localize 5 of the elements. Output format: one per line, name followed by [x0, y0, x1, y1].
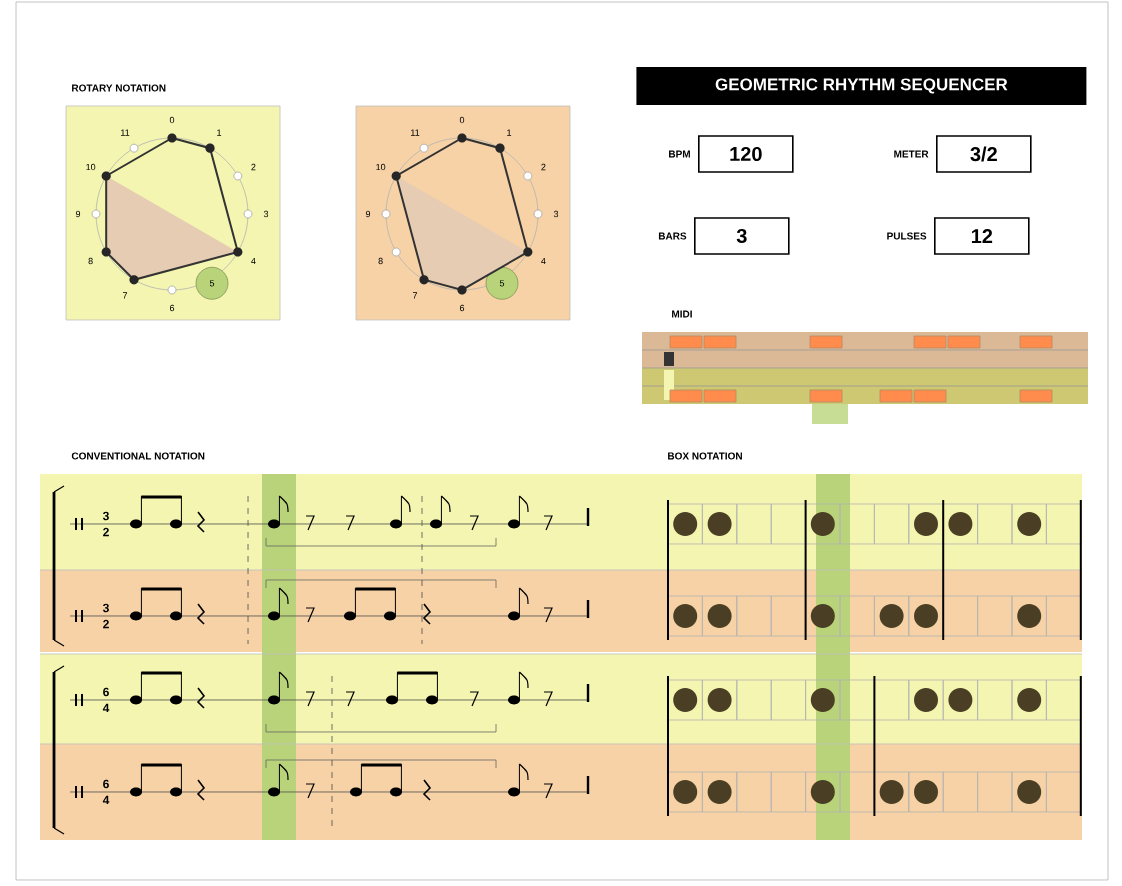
input-field: 120	[698, 135, 794, 173]
title-bar: GEOMETRIC RHYTHM SEQUENCER	[636, 67, 1087, 105]
input-field: 3/2	[936, 135, 1032, 173]
input-field: 3	[694, 217, 790, 255]
input-field: 12	[934, 217, 1030, 255]
